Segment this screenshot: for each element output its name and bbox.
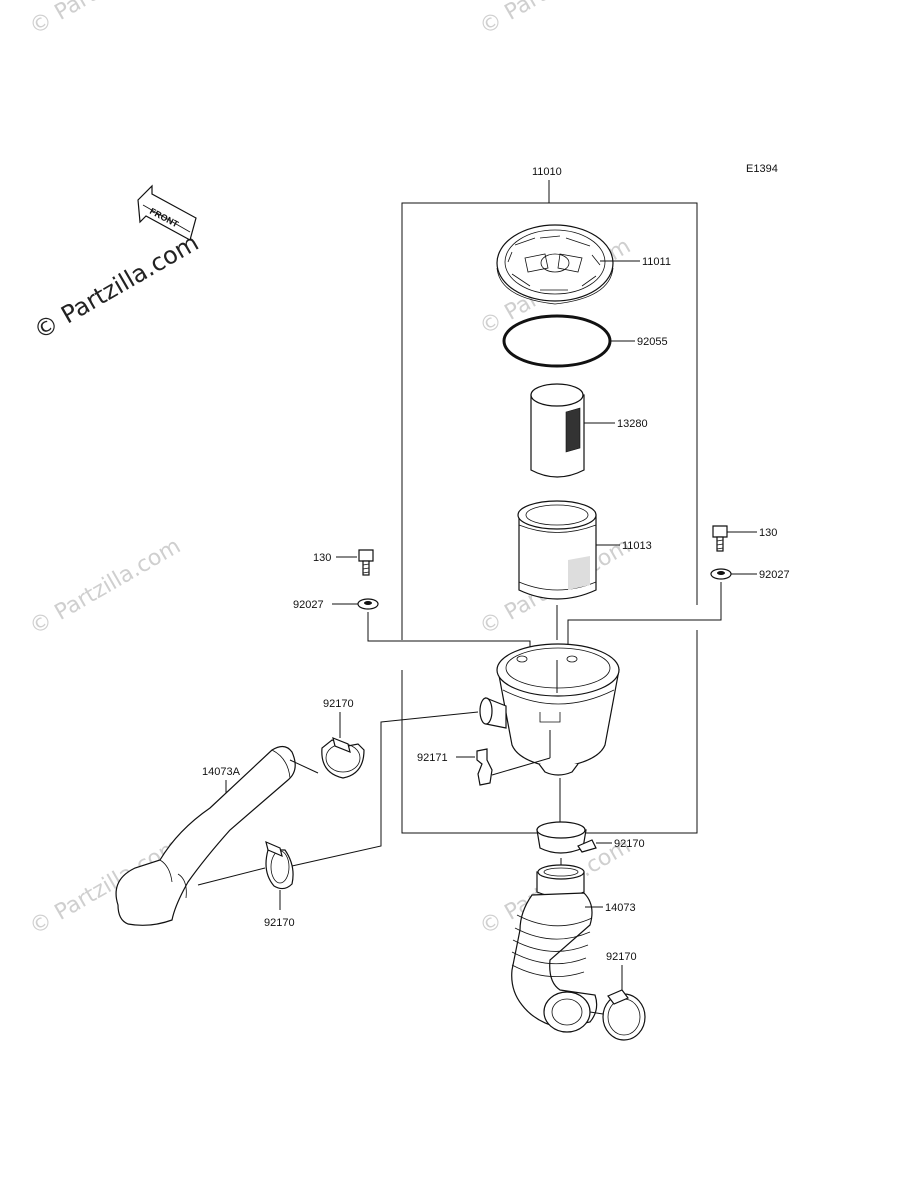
part-92170-clamp-b: 92170 <box>264 711 479 929</box>
label-14073: 14073 <box>605 902 636 914</box>
label-92170-c: 92170 <box>614 838 645 850</box>
label-13280: 13280 <box>617 418 648 430</box>
label-92170-a: 92170 <box>323 698 354 710</box>
part-11013-filter-element: 11013 <box>517 500 652 640</box>
watermark-text: © Partzilla.com <box>476 0 636 40</box>
label-92170-b: 92170 <box>264 917 295 929</box>
diagram-code: E1394 <box>746 163 778 175</box>
label-130-left: 130 <box>313 552 331 564</box>
part-92170-clamp-c: 92170 <box>536 778 645 854</box>
part-14073-bellows-duct: 14073 <box>511 858 636 1033</box>
label-11013: 11013 <box>622 540 652 552</box>
label-92055: 92055 <box>637 336 668 348</box>
label-92027-left: 92027 <box>293 599 324 611</box>
label-92170-d: 92170 <box>606 951 637 963</box>
watermark-text: © Partzilla.com <box>26 534 186 641</box>
watermark-text: © Partzilla.com <box>26 0 186 40</box>
part-92170-clamp-d: 92170 <box>589 951 646 1041</box>
part-130-bolt-left: 130 <box>313 549 374 576</box>
part-92171-clip: 92171 <box>417 730 551 786</box>
part-13280-prefilter: 13280 <box>530 383 648 478</box>
assembly-bracket-11010: 11010 <box>401 166 698 834</box>
part-air-cleaner-housing <box>479 643 620 776</box>
label-14073A: 14073A <box>202 766 241 778</box>
part-92027-washer-right: 92027 <box>567 568 790 660</box>
label-130-right: 130 <box>759 527 777 539</box>
part-92170-clamp-a: 92170 <box>321 698 365 779</box>
watermark-logo-text: © Partzilla.com <box>29 228 203 345</box>
part-130-bolt-right: 130 <box>712 525 777 552</box>
front-arrow-icon: FRONT <box>137 184 197 241</box>
part-14073A-duct: 14073A <box>115 745 319 926</box>
part-11011-cap: 11011 <box>496 224 671 305</box>
part-92055-o-ring: 92055 <box>502 314 668 368</box>
label-92171: 92171 <box>417 752 448 764</box>
label-11011: 11011 <box>642 256 671 268</box>
label-92027-right: 92027 <box>759 569 790 581</box>
label-11010: 11010 <box>532 166 562 178</box>
